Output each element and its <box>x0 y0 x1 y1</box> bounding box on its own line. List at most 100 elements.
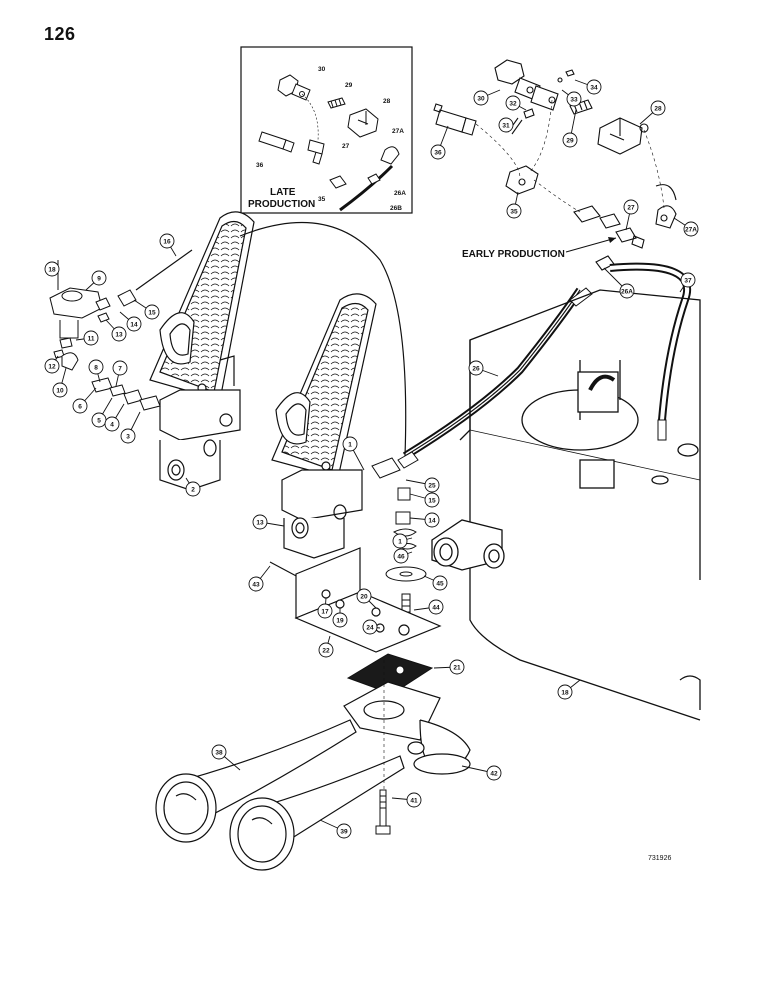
drawing-number: 731926 <box>648 855 671 862</box>
callout-37: 37 <box>679 272 696 293</box>
horn-40 <box>229 755 405 871</box>
callout-number: 18 <box>561 689 569 696</box>
callout-number: 44 <box>432 604 440 611</box>
callout-circle <box>430 144 446 160</box>
tube-16 <box>135 221 407 457</box>
callout-circle <box>498 117 514 133</box>
callout-8: 8 <box>88 359 104 383</box>
callout-circle <box>406 792 422 808</box>
callout-21: 21 <box>433 659 465 675</box>
callout-27A: 27A <box>673 217 699 237</box>
callout-30: 30 <box>473 89 501 106</box>
callout-28: 28 <box>639 100 666 125</box>
callout-number: 33 <box>570 96 578 103</box>
callout-number: 32 <box>509 100 517 107</box>
callout-number: 18 <box>48 266 56 273</box>
callout-31: 31 <box>498 117 515 133</box>
inset-part-27A <box>380 146 400 165</box>
callout-number: 43 <box>252 581 260 588</box>
callout-number: 25 <box>428 482 436 489</box>
callout-number: 46 <box>397 553 405 560</box>
callout-circle <box>332 612 348 628</box>
callout-number: 26 <box>472 365 480 372</box>
callout-number: 42 <box>490 770 498 777</box>
inset-callout-35: 35 <box>318 196 326 203</box>
callout-number: 27A <box>685 226 697 233</box>
callout-circle <box>342 436 358 452</box>
callout-circle <box>317 603 333 619</box>
inset-part-28 <box>347 108 379 138</box>
callout-number: 14 <box>130 321 138 328</box>
early-production-label: EARLY PRODUCTION <box>462 249 565 260</box>
callout-circle <box>144 304 160 320</box>
callout-circle <box>362 619 378 635</box>
inset-part-27 <box>307 139 325 165</box>
callout-26: 26 <box>468 360 499 377</box>
callout-circle <box>252 514 268 530</box>
callout-3: 3 <box>120 411 141 444</box>
callout-number: 13 <box>256 519 264 526</box>
callout-circle <box>111 326 127 342</box>
callout-38: 38 <box>211 744 241 771</box>
callout-circle <box>557 684 573 700</box>
callout-circle <box>424 477 440 493</box>
callout-number: 22 <box>322 647 330 654</box>
callout-circle <box>120 428 136 444</box>
callout-number: 39 <box>340 828 348 835</box>
callout-1: 1 <box>392 533 413 549</box>
callout-5: 5 <box>91 397 113 428</box>
inset-part-26A <box>367 173 381 185</box>
brake-valve-left <box>149 211 255 491</box>
inset-part-35 <box>329 175 347 189</box>
callout-13: 13 <box>105 319 127 342</box>
early-production-marker: EARLY PRODUCTION <box>462 237 617 260</box>
callout-circle <box>88 359 104 375</box>
callout-22: 22 <box>318 635 334 658</box>
callout-circle <box>623 199 639 215</box>
page-number: 126 <box>44 24 76 44</box>
inset-late-production: 30 29 28 27A 36 27 26A 35 26B LATE PRODU… <box>240 46 413 214</box>
callout-circle <box>392 533 408 549</box>
hose-37 <box>609 262 691 421</box>
callout-circle <box>432 575 448 591</box>
callout-33: 33 <box>561 89 582 107</box>
callout-number: 15 <box>148 309 156 316</box>
callout-number: 28 <box>654 105 662 112</box>
callout-42: 42 <box>461 765 502 781</box>
callout-circle <box>104 416 120 432</box>
callout-27: 27 <box>623 199 639 231</box>
callout-number: 5 <box>97 417 101 424</box>
callout-45: 45 <box>423 575 448 591</box>
callout-circle <box>52 382 68 398</box>
callout-circle <box>449 659 465 675</box>
callout-circle <box>126 316 142 332</box>
callout-24: 24 <box>362 619 381 635</box>
callout-circle <box>506 203 522 219</box>
left-fittings <box>49 260 161 411</box>
callout-number: 24 <box>366 624 374 631</box>
callout-14: 14 <box>119 311 142 332</box>
callout-number: 36 <box>434 149 442 156</box>
callout-17: 17 <box>317 597 333 619</box>
callout-43: 43 <box>248 565 271 592</box>
callout-circle <box>44 261 60 277</box>
callout-number: 41 <box>410 797 418 804</box>
callout-16: 16 <box>159 233 177 257</box>
air-tank <box>431 289 701 721</box>
callout-18: 18 <box>44 261 60 277</box>
callout-number: 13 <box>115 331 123 338</box>
callout-number: 9 <box>97 275 101 282</box>
callout-circle <box>680 272 696 288</box>
horn-41 <box>155 719 357 843</box>
callout-11: 11 <box>75 330 99 346</box>
callout-circle <box>336 823 352 839</box>
inset-callout-30: 30 <box>318 66 326 73</box>
callout-15: 15 <box>409 492 440 508</box>
mounting-bracket <box>269 547 442 653</box>
callout-32: 32 <box>505 95 527 111</box>
inset-callout-27: 27 <box>342 143 350 150</box>
callout-circle <box>473 90 489 106</box>
callout-number: 38 <box>215 749 223 756</box>
callout-12: 12 <box>44 355 60 374</box>
leader-lines-upper <box>475 99 665 213</box>
